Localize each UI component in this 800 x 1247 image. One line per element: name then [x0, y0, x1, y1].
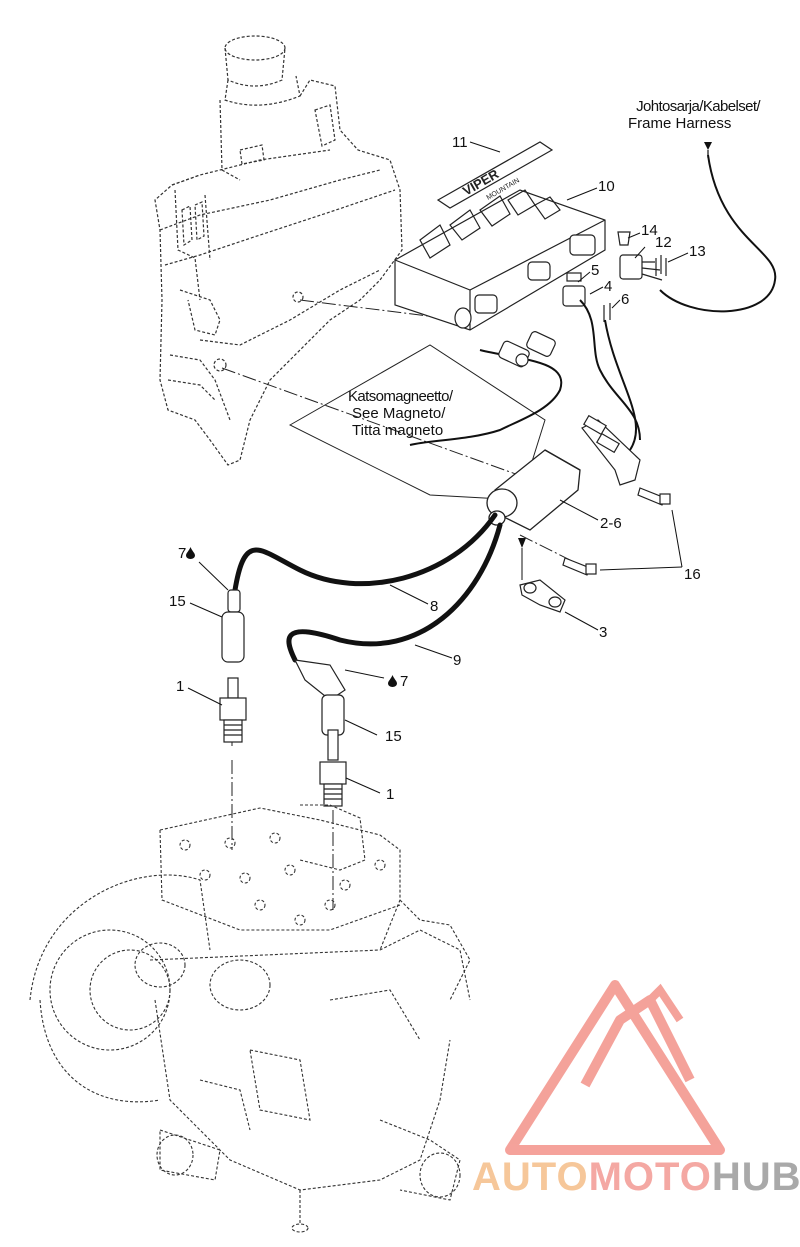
callout-11: 11	[452, 134, 468, 151]
callout-3: 3	[599, 624, 608, 641]
bolts	[562, 487, 671, 576]
callout-16: 16	[684, 566, 701, 583]
callout-10: 10	[598, 178, 615, 195]
coil-arrow	[518, 538, 526, 548]
callout-7-lower: 7	[388, 673, 408, 690]
callout-13: 13	[689, 243, 706, 260]
coil-bracket	[581, 414, 641, 486]
engine	[29, 804, 471, 1233]
callout-9: 9	[453, 652, 462, 669]
small-connectors	[562, 231, 667, 322]
callout-15-lower: 15	[385, 728, 402, 745]
watermark-hub: HUB	[711, 1155, 800, 1199]
callout-2-6: 2-6	[600, 515, 622, 532]
watermark-auto: AUTO	[472, 1155, 589, 1199]
watermark-wordmark: AUTOMOTOHUB	[472, 1155, 800, 1199]
callout-7-upper-number: 7	[178, 545, 187, 562]
callout-12: 12	[655, 234, 672, 251]
leader-lines	[187, 141, 689, 794]
watermark-logo-mark	[505, 980, 725, 1155]
callout-14: 14	[641, 222, 658, 239]
spark-plugs	[219, 677, 347, 807]
oil-drop-icon	[388, 675, 397, 687]
oil-tank	[154, 35, 403, 466]
magneto-note-line3: Titta magneto	[352, 422, 444, 439]
callout-7-upper: 7	[178, 545, 196, 562]
harness-arrow	[704, 142, 712, 150]
callout-7-lower-number: 7	[400, 673, 409, 690]
magneto-note-line2: See Magneto/	[352, 405, 446, 422]
harness-note: Johtosarja/Kabelset/ Frame Harness	[620, 98, 761, 132]
callout-8: 8	[430, 598, 439, 615]
callout-4: 4	[604, 278, 613, 295]
callout-1-upper: 1	[176, 678, 185, 695]
ht-leads	[232, 512, 503, 663]
decal: VIPER MOUNTAIN	[436, 141, 554, 209]
ignition-coil	[486, 449, 581, 531]
oil-drop-icon	[186, 547, 196, 559]
callout-5: 5	[591, 262, 600, 279]
magneto-note-line1: Katsomagneetto/	[348, 388, 453, 405]
magneto-connectors	[498, 331, 556, 368]
clip-3	[519, 579, 566, 613]
ecu-box	[394, 189, 606, 331]
callout-6: 6	[621, 291, 630, 308]
harness-note-line1: Johtosarja/Kabelset/	[636, 98, 761, 115]
magneto-note: Katsomagneetto/ See Magneto/ Titta magne…	[348, 388, 453, 439]
harness-note-line2: Frame Harness	[628, 115, 732, 132]
harness-wires	[409, 154, 777, 451]
callout-15-upper: 15	[169, 593, 186, 610]
plug-caps	[221, 589, 346, 736]
callout-1-lower: 1	[386, 786, 395, 803]
watermark-moto: MOTO	[588, 1155, 712, 1199]
